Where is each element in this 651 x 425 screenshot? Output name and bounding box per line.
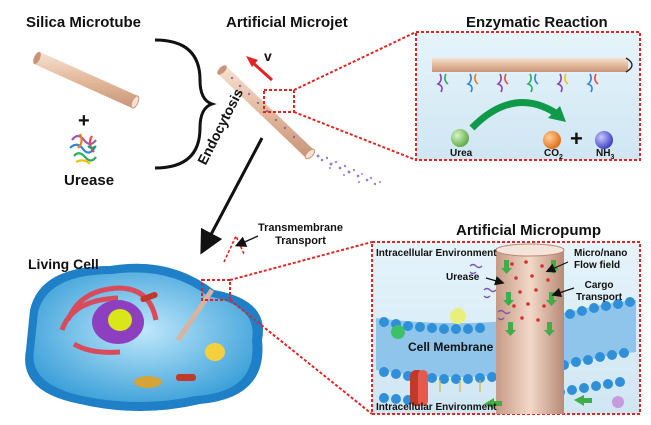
microjet-title: Artificial Microjet [226,14,348,31]
urease-pump-label: Urease [446,272,480,283]
env-top-label: Intracellular Environment [376,248,497,259]
velocity-arrow [246,56,274,82]
transmembrane-label: Transmembrane Transport [258,222,343,247]
silica-microtube [33,51,140,109]
cell-membrane-label: Cell Membrane [408,340,494,354]
micropump-pointers [485,261,575,298]
micropump-panel [371,241,641,415]
living-cell-title: Living Cell [28,256,99,272]
enzymatic-panel [415,31,641,161]
endocytosis-arrow [200,137,264,255]
curly-brace [154,38,217,170]
velocity-label: v [264,48,272,64]
nh3-label: NH3 [596,148,615,161]
urea-label: Urea [450,148,473,159]
flow-field-label: Micro/nano Flow field [574,248,628,271]
env-bottom-label: Intracellular Environment [376,402,497,413]
transmembrane-pointer [234,235,259,247]
microjet-zoom-box [263,31,417,161]
bubble-trail [316,154,381,186]
cargo-transport-label: Cargo Transport [576,280,623,303]
plus-sign: + [78,110,90,132]
urease-label: Urease [64,172,115,189]
co2-label: CO2 [544,148,563,161]
cell-zoom-box [201,241,373,415]
reaction-plus: + [570,126,583,151]
enzymatic-title: Enzymatic Reaction [466,14,608,31]
micropump-title: Artificial Micropump [456,222,602,239]
living-cell [25,263,264,411]
silica-microtube-title: Silica Microtube [26,14,142,31]
transmembrane-dashes [223,234,245,263]
urease-protein-icon [69,133,97,165]
